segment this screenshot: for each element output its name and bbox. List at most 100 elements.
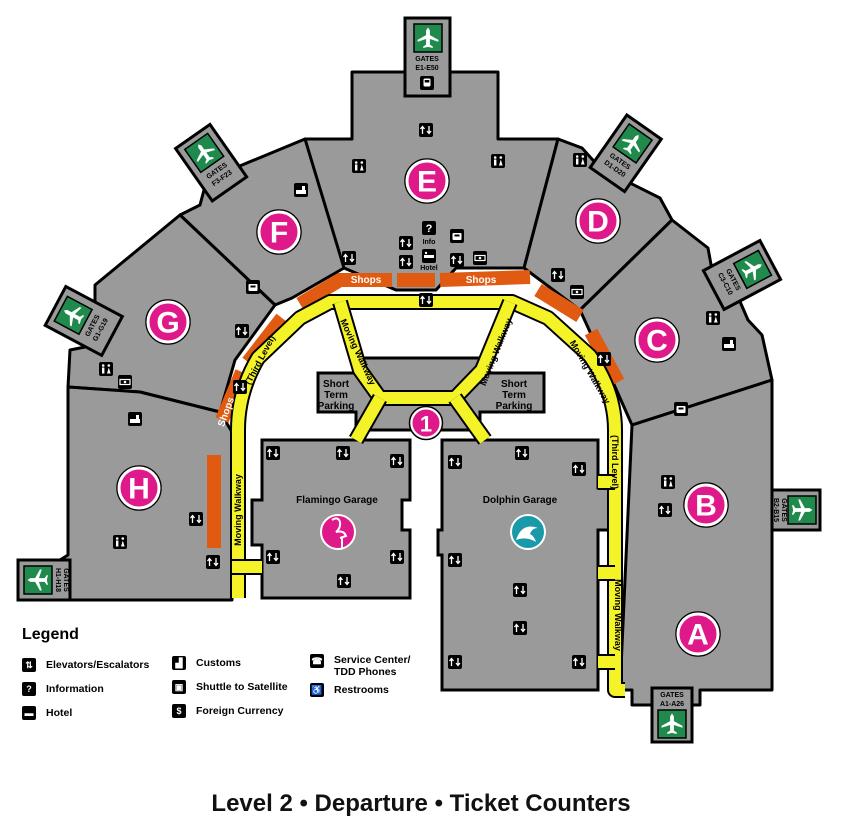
third-level-label-right: (Third Level) (610, 435, 620, 489)
elevator-escalator-icon (188, 511, 204, 527)
information-icon: ? (22, 682, 36, 696)
info-label: Info (423, 239, 436, 246)
legend-item-foreign-currency: $Foreign Currency (172, 704, 284, 718)
legend: Legend ⇅Elevators/Escalators ?Informatio… (22, 626, 462, 726)
legend-item-service-center: ☎Service Center/ TDD Phones (310, 654, 411, 678)
terminal-1-badge[interactable]: 1 (408, 405, 444, 441)
foreign-currency-icon (569, 284, 585, 300)
svg-text:G: G (156, 307, 179, 340)
svg-text:A: A (687, 619, 709, 652)
legend-item-information: ?Information (22, 682, 104, 696)
dolphin-garage-label: Dolphin Garage (483, 495, 558, 506)
elevator-escalator-icon (512, 582, 528, 598)
elevator-escalator-icon (571, 461, 587, 477)
legend-item-shuttle: ▣Shuttle to Satellite (172, 680, 288, 694)
elevator-escalator-icon (398, 235, 414, 251)
elevator-escalator-icon (657, 502, 673, 518)
elevator-escalator-icon (550, 267, 566, 283)
svg-text:Parking: Parking (318, 401, 355, 412)
hotel-icon (422, 249, 436, 263)
concourse-f-badge[interactable]: F (256, 209, 302, 255)
concourse-b-badge[interactable]: B (683, 482, 729, 528)
short-term-parking-left: Short Term Parking (318, 379, 355, 412)
svg-text:B: B (695, 490, 717, 523)
elevator-escalator-icon (341, 250, 357, 266)
customs-icon (128, 412, 142, 426)
elevator-escalator-icon (234, 323, 250, 339)
shuttle-icon: ▣ (172, 680, 186, 694)
flamingo-icon (320, 514, 356, 550)
svg-text:GATES: GATES (415, 56, 439, 63)
concourse-h-badge[interactable]: H (116, 465, 162, 511)
gates-a-box[interactable]: GATES A1-A26 (650, 686, 694, 744)
svg-text:C: C (646, 325, 668, 358)
svg-text:Short: Short (501, 379, 528, 390)
concourse-e-badge[interactable]: E (404, 158, 450, 204)
svg-text:Term: Term (502, 390, 526, 401)
shops-label-d: Shops (466, 275, 497, 286)
customs-icon (294, 183, 308, 197)
service-center-icon (674, 402, 688, 416)
elevator-escalator-icon (512, 620, 528, 636)
elevator-escalator-icon (514, 445, 530, 461)
elevator-escalator-icon: ⇅ (22, 658, 36, 672)
elevator-escalator-icon (571, 654, 587, 670)
foreign-currency-icon (472, 250, 488, 266)
concourse-c-area (578, 218, 774, 427)
restrooms-icon (491, 154, 505, 168)
svg-text:Parking: Parking (496, 401, 533, 412)
moving-walkway-label-4: Moving Walkway (233, 474, 243, 546)
moving-walkway (230, 294, 625, 698)
service-center-icon (450, 229, 464, 243)
svg-text:H1-H18: H1-H18 (54, 568, 61, 592)
elevator-escalator-icon (389, 453, 405, 469)
dolphin-icon (510, 514, 546, 550)
gates-c-box[interactable]: GATES C3-C10 (701, 238, 783, 312)
svg-text:Term: Term (324, 390, 348, 401)
information-icon: ? (422, 221, 436, 235)
restrooms-icon (706, 311, 720, 325)
elevator-escalator-icon (265, 445, 281, 461)
concourse-c-badge[interactable]: C (634, 317, 680, 363)
svg-text:Short: Short (323, 379, 350, 390)
concourse-d-badge[interactable]: D (575, 198, 621, 244)
shops-label-e: Shops (351, 275, 382, 286)
page-title: Level 2 • Departure • Ticket Counters (211, 790, 631, 817)
svg-text:GATES: GATES (62, 568, 69, 592)
svg-text:GATES: GATES (780, 498, 787, 522)
gates-e-box[interactable]: GATES E1-E50 (403, 16, 452, 98)
restrooms-icon (352, 159, 366, 173)
gates-f-box[interactable]: GATES F3-F23 (173, 122, 249, 204)
foreign-currency-icon: $ (172, 704, 186, 718)
elevator-escalator-icon (205, 554, 221, 570)
svg-text:H: H (128, 473, 150, 506)
elevator-escalator-icon (265, 549, 281, 565)
svg-text:D: D (587, 206, 609, 239)
restrooms-icon (113, 535, 127, 549)
short-term-parking-right: Short Term Parking (496, 379, 533, 412)
elevator-escalator-icon (336, 573, 352, 589)
svg-text:E1-E50: E1-E50 (415, 65, 438, 72)
elevator-escalator-icon (418, 292, 434, 308)
service-center-icon (246, 280, 260, 294)
gates-g-box[interactable]: GATES G1-G19 (43, 284, 125, 358)
service-center-icon: ☎ (310, 654, 324, 668)
concourse-a-badge[interactable]: A (675, 611, 721, 657)
gates-d-box[interactable]: GATES D1-D20 (588, 112, 664, 194)
elevator-escalator-icon (232, 379, 248, 395)
elevator-escalator-icon (418, 122, 434, 138)
customs-icon (722, 337, 736, 351)
restrooms-icon: ♿ (310, 683, 324, 697)
svg-text:1: 1 (420, 412, 432, 437)
restrooms-icon (99, 362, 113, 376)
legend-item-restrooms: ♿Restrooms (310, 683, 389, 697)
elevator-escalator-icon (398, 254, 414, 270)
hotel-icon: ▬ (22, 706, 36, 720)
legend-item-hotel: ▬Hotel (22, 706, 72, 720)
concourse-g-badge[interactable]: G (145, 299, 191, 345)
elevator-escalator-icon (447, 454, 463, 470)
hotel-label: Hotel (420, 265, 438, 272)
restrooms-icon (573, 153, 587, 167)
